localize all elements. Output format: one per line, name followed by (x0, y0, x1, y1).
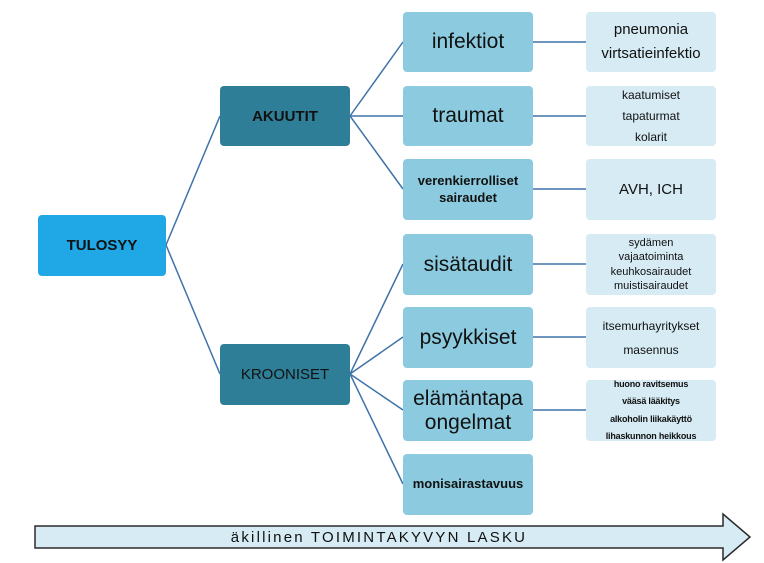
leaf-node-verenkierrolliset: AVH, ICH (586, 159, 716, 220)
leaf-item: vajaatoiminta (618, 251, 684, 264)
leaf-item: kaatumiset (621, 87, 681, 102)
leaf-node-sisataudit: sydämen vajaatoiminta keuhkosairaudet mu… (586, 234, 716, 295)
category-node-sisataudit: sisätaudit (403, 234, 533, 295)
category-node-traumat: traumat (403, 86, 533, 146)
leaf-node-infektiot: pneumonia virtsatieinfektio (586, 12, 716, 72)
timeline-arrow-label: äkillinen TOIMINTAKYVYN LASKU (230, 528, 528, 546)
category-label-infektiot: infektiot (431, 30, 505, 54)
leaf-item: AVH, ICH (619, 180, 683, 198)
leaf-item: pneumonia (613, 21, 689, 38)
leaf-item: keuhkosairaudet (610, 265, 692, 278)
leaf-item: tapaturmat (622, 108, 680, 123)
branch-label-krooniset: KROONISET (240, 366, 330, 383)
leaf-item: itsemurhayritykset (602, 318, 700, 333)
leaf-item: sydämen (628, 236, 674, 249)
category-label-sisataudit: sisätaudit (423, 252, 513, 276)
leaf-item: vääsä lääkitys (622, 396, 680, 407)
category-label-monisairastavuus: monisairastavuus (412, 476, 524, 492)
category-node-monisairastavuus: monisairastavuus (403, 454, 533, 515)
category-node-verenkierrolliset: verenkierrolliset sairaudet (403, 159, 533, 220)
branch-node-krooniset: KROONISET (220, 344, 350, 405)
category-node-elamantapa: elämäntapa ongelmat (403, 380, 533, 441)
leaf-item: muistisairaudet (614, 279, 688, 292)
leaf-node-elamantapa: huono ravitsemus vääsä lääkitys alkoholi… (586, 379, 716, 441)
timeline-arrow (34, 512, 752, 562)
leaf-node-traumat: kaatumiset tapaturmat kolarit (586, 86, 716, 146)
leaf-item: lihaskunnon heikkous (605, 430, 697, 441)
leaf-item: virtsatieinfektio (601, 45, 701, 62)
category-node-psyykkiset: psyykkiset (403, 307, 533, 368)
category-label-line: ongelmat (424, 410, 512, 434)
branch-node-akuutit: AKUUTIT (220, 86, 350, 146)
root-node: TULOSYY (38, 215, 166, 276)
leaf-item: huono ravitsemus (613, 379, 689, 390)
category-node-infektiot: infektiot (403, 12, 533, 72)
category-label-traumat: traumat (432, 104, 504, 128)
category-label-line: verenkierrolliset (417, 172, 519, 188)
root-label: TULOSYY (66, 237, 138, 254)
leaf-item: alkoholin liikakäyttö (610, 413, 692, 424)
leaf-item: kolarit (634, 129, 667, 144)
category-label-psyykkiset: psyykkiset (419, 325, 517, 349)
leaf-node-psyykkiset: itsemurhayritykset masennus (586, 307, 716, 368)
leaf-item: masennus (623, 342, 679, 357)
category-label-line: elämäntapa (413, 387, 523, 411)
category-label-line: sairaudet (439, 189, 497, 205)
branch-label-akuutit: AKUUTIT (252, 107, 318, 125)
